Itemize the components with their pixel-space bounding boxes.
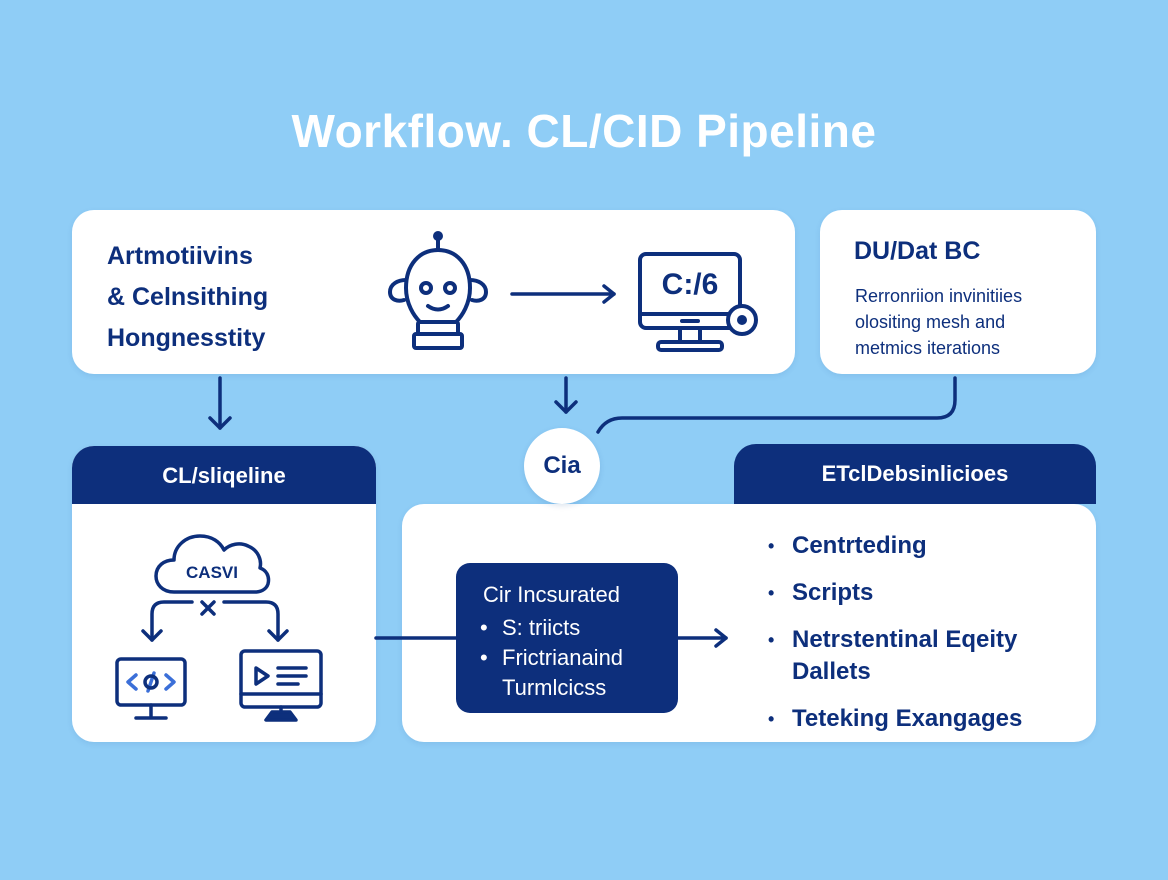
list-item: • Centrteding [768, 530, 1022, 562]
du-card-body: Rerronriion invinitiies olositing mesh a… [855, 283, 1022, 361]
cloud-icon: CASVI [154, 534, 271, 594]
robot-icon [388, 231, 488, 350]
cloud-split-arrows [141, 600, 289, 642]
du-to-cia-connector [596, 376, 957, 434]
du-card [820, 210, 1096, 374]
inner-item: • Frictrianaind [480, 643, 623, 673]
bullet: • [768, 709, 775, 729]
cloud-label: CASVI [186, 563, 238, 582]
du-line-3: metmics iterations [855, 338, 1001, 358]
inner-item: Turmlcicss [480, 673, 623, 703]
code-monitor-icon [115, 657, 187, 720]
terminal-monitor-icon [239, 649, 323, 722]
monitor-label: C:/6 [662, 268, 719, 301]
bullet: • [480, 645, 488, 670]
inner-item: • S: triicts [480, 613, 623, 643]
automation-card-text: Artmotiivins & Celnsithing Hongnesstity [107, 236, 268, 359]
bullet: • [768, 630, 775, 650]
etcl-panel-header: ETclDebsinlicioes [734, 444, 1096, 504]
list-item: • Teteking Exangages [768, 703, 1022, 735]
desktop-monitor-icon: C:/6 [638, 252, 758, 352]
list-item-continuation: Dallets [768, 656, 1022, 688]
list-item-text: Centrteding [792, 532, 927, 559]
du-line-1: Rerronriion invinitiies [855, 286, 1023, 306]
du-card-title: DU/Dat BC [854, 237, 981, 265]
automation-line-3: Hongnesstity [107, 324, 266, 352]
bullet: • [768, 536, 775, 556]
inner-item-text: S: triicts [502, 615, 581, 640]
diagram-title: Workflow. CL/CID Pipeline [291, 105, 877, 157]
arrow-left-panel-to-list [374, 628, 728, 648]
list-item-text: Teteking Exangages [792, 705, 1023, 732]
cia-node: Cia [524, 428, 600, 504]
list-item-text: Scripts [792, 579, 874, 606]
bullet: • [768, 583, 775, 603]
automation-line-2: & Celnsithing [107, 283, 269, 311]
list-item: • Netrstentinal Eqeity [768, 624, 1022, 656]
automation-line-1: Artmotiivins [107, 242, 253, 270]
list-item: • Scripts [768, 577, 1022, 609]
cl-panel-header: CL/sliqeline [72, 446, 376, 504]
etcl-list: • Centrteding • Scripts • Netrstentinal … [768, 530, 1022, 750]
list-item-text: Dallets [792, 658, 871, 685]
list-item-text: Netrstentinal Eqeity [792, 626, 1018, 653]
inner-box-list: • S: triicts • Frictrianaind Turmlcicss [480, 613, 623, 703]
inner-box-title: Cir Incsurated [483, 582, 620, 607]
du-line-2: olositing mesh and [855, 312, 1006, 332]
inner-item-text: Turmlcicss [502, 675, 607, 700]
inner-item-text: Frictrianaind [502, 645, 624, 670]
arrow-robot-to-monitor [510, 284, 616, 304]
bullet: • [480, 615, 488, 640]
inner-box: Cir Incsurated • S: triicts • Frictriana… [456, 563, 678, 713]
